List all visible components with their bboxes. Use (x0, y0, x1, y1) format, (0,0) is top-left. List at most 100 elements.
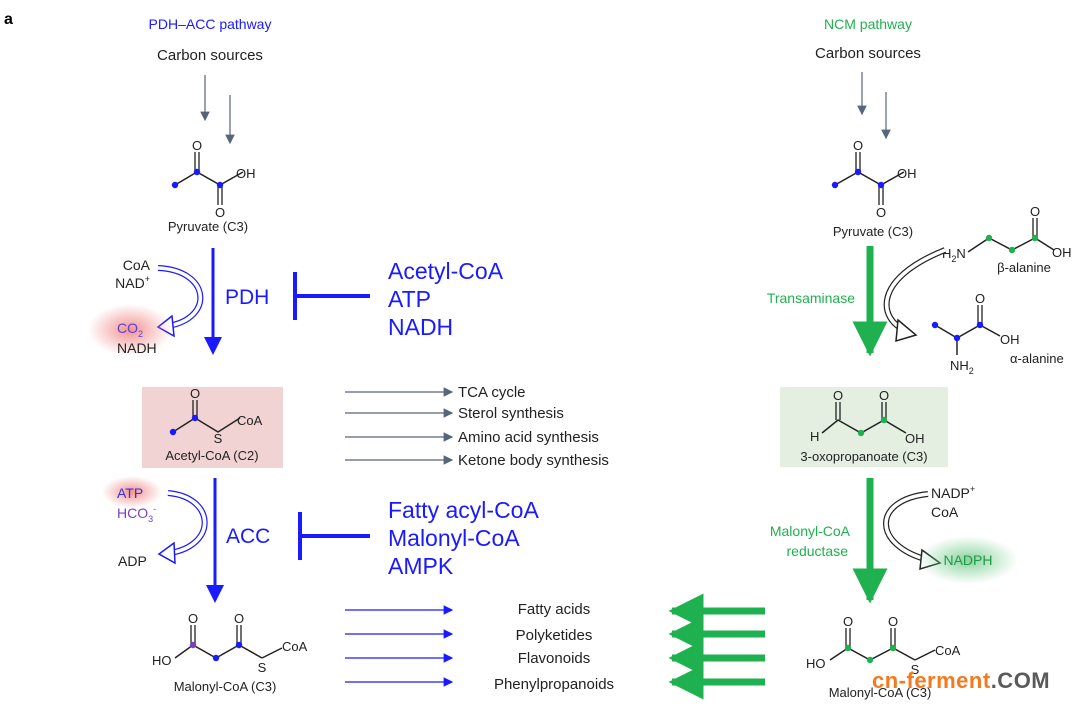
nh2-subscript: 2 (969, 366, 974, 376)
left-malonyl-o2: O (234, 611, 244, 626)
pdh-enzyme-label: PDH (225, 286, 269, 309)
oxopropanoate-label: 3-oxopropanoate (C3) (800, 449, 927, 464)
fate-sterol-synthesis: Sterol synthesis (458, 405, 564, 422)
acetyl-coa-label: Acetyl-CoA (C2) (165, 448, 258, 463)
transaminase-label: Transaminase (767, 290, 855, 306)
right-pyruvate-o-bottom: O (876, 205, 886, 220)
right-malonyl-s: S (911, 662, 920, 677)
nadp-superscript: + (970, 484, 975, 494)
beta-alanine-structure: O OH H2N (942, 204, 1072, 264)
right-malonyl-coa-structure: O O HO S CoA (806, 614, 961, 677)
beta-alanine-o: O (1030, 204, 1040, 219)
fate-amino-acid-synthesis: Amino acid synthesis (458, 429, 599, 446)
product-flavonoids: Flavonoids (518, 650, 591, 667)
h2n-h: H (942, 246, 951, 261)
atp-highlight-glow (102, 476, 162, 508)
transaminase-cofactor-arc (883, 247, 947, 333)
reductase-coa-label: CoA (931, 504, 959, 520)
nh2-text: NH (950, 358, 969, 373)
left-malonyl-o1: O (188, 611, 198, 626)
site-watermark: cn-ferment.COM (872, 668, 1050, 694)
acetyl-coa-box (142, 387, 283, 468)
watermark-part2: .COM (990, 668, 1051, 693)
panel-label: a (4, 11, 13, 28)
oxopropanoate-h: H (810, 429, 819, 444)
watermark-part1: cn-ferment (872, 668, 991, 693)
right-pyruvate-oh: OH (897, 166, 917, 181)
alpha-alanine-nh2: NH2 (950, 358, 974, 376)
acc-inhibitor-malonyl-coa: Malonyl-CoA (388, 525, 520, 551)
acc-enzyme-label: ACC (226, 525, 270, 548)
acc-inhibitor-fatty-acyl-coa: Fatty acyl-CoA (388, 497, 539, 523)
acetyl-coa-coa: CoA (237, 413, 263, 428)
acc-inhibitor-ampk: AMPK (388, 553, 454, 579)
ncm-pathway-title: NCM pathway (824, 16, 912, 32)
pdh-inhibitor-atp: ATP (388, 286, 431, 312)
left-pyruvate-label: Pyruvate (C3) (168, 219, 248, 234)
left-malonyl-ho: HO (152, 653, 172, 668)
co2-subscript: 2 (138, 329, 143, 339)
right-carbon-sources: Carbon sources (815, 45, 921, 62)
nadp-label: NADP+ (931, 484, 975, 501)
pdh-output-co2: CO2 (117, 320, 143, 339)
acetyl-coa-o: O (190, 386, 200, 401)
hco3-text: HCO (117, 505, 148, 521)
fate-tca-cycle: TCA cycle (458, 384, 526, 401)
right-malonyl-o2: O (888, 614, 898, 629)
h2n-subscript: 2 (951, 254, 956, 264)
left-pyruvate-structure: O OH O (171, 138, 256, 220)
right-pyruvate-o-top: O (853, 138, 863, 153)
beta-alanine-label: β-alanine (997, 260, 1051, 275)
beta-alanine-oh: OH (1052, 245, 1072, 260)
beta-alanine-h2n: H2N (942, 246, 966, 264)
nadph-label: NADPH (943, 552, 992, 568)
alpha-alanine-oh: OH (1000, 332, 1020, 347)
right-pyruvate-structure: O OH O (831, 138, 917, 220)
left-pyruvate-oh: OH (236, 166, 256, 181)
acetyl-coa-structure: O S CoA (169, 386, 263, 446)
left-malonyl-s: S (258, 660, 267, 675)
left-pyruvate-o-top: O (192, 138, 202, 153)
oxopropanoate-o1: O (833, 388, 843, 403)
acc-input-atp: ATP (117, 485, 143, 501)
left-malonyl-coa-structure: O O HO S CoA (152, 611, 308, 675)
left-carbon-sources: Carbon sources (157, 47, 263, 64)
hco3-superscript: - (153, 504, 156, 514)
pdh-inhibitor-nadh: NADH (388, 314, 453, 340)
nadp-text: NADP (931, 485, 970, 501)
oxopropanoate-o2: O (879, 388, 889, 403)
oxopropanoate-box (780, 387, 948, 467)
oxopropanoate-oh: OH (905, 431, 925, 446)
fate-ketone-body-synthesis: Ketone body synthesis (458, 452, 609, 469)
nad-superscript: + (145, 274, 150, 284)
product-polyketides: Polyketides (516, 627, 593, 644)
acc-input-hco3: HCO3- (117, 504, 156, 524)
product-phenylpropanoids: Phenylpropanoids (494, 676, 614, 693)
nadph-highlight-glow (918, 536, 1018, 584)
co2-highlight-glow (88, 304, 172, 356)
left-malonyl-coa-label: Malonyl-CoA (C3) (174, 679, 277, 694)
right-malonyl-coa-text: CoA (935, 643, 961, 658)
right-malonyl-coa-label: Malonyl-CoA (C3) (829, 685, 932, 700)
pdh-acc-pathway-title: PDH–ACC pathway (149, 16, 272, 32)
pdh-inhibitor-acetyl-coa: Acetyl-CoA (388, 258, 504, 284)
alpha-alanine-o: O (975, 291, 985, 306)
alpha-alanine-label: α-alanine (1010, 351, 1064, 366)
pdh-input-nad: NAD+ (115, 274, 150, 291)
pdh-output-nadh: NADH (117, 340, 157, 356)
left-pyruvate-o-bottom: O (215, 205, 225, 220)
left-malonyl-coa-text: CoA (282, 639, 308, 654)
h2n-n: N (956, 246, 965, 261)
reductase-label-line2: reductase (787, 543, 849, 559)
alpha-alanine-structure: O OH NH2 (931, 291, 1020, 376)
product-fatty-acids: Fatty acids (518, 601, 591, 618)
right-pyruvate-label: Pyruvate (C3) (833, 224, 913, 239)
pdh-input-coa: CoA (123, 257, 151, 273)
acc-output-adp: ADP (118, 553, 147, 569)
right-malonyl-o1: O (843, 614, 853, 629)
oxopropanoate-structure: O O H OH (810, 388, 925, 446)
hco3-subscript: 3 (148, 514, 153, 524)
right-malonyl-ho: HO (806, 656, 826, 671)
co2-text: CO (117, 320, 138, 336)
acetyl-coa-s: S (214, 431, 223, 446)
